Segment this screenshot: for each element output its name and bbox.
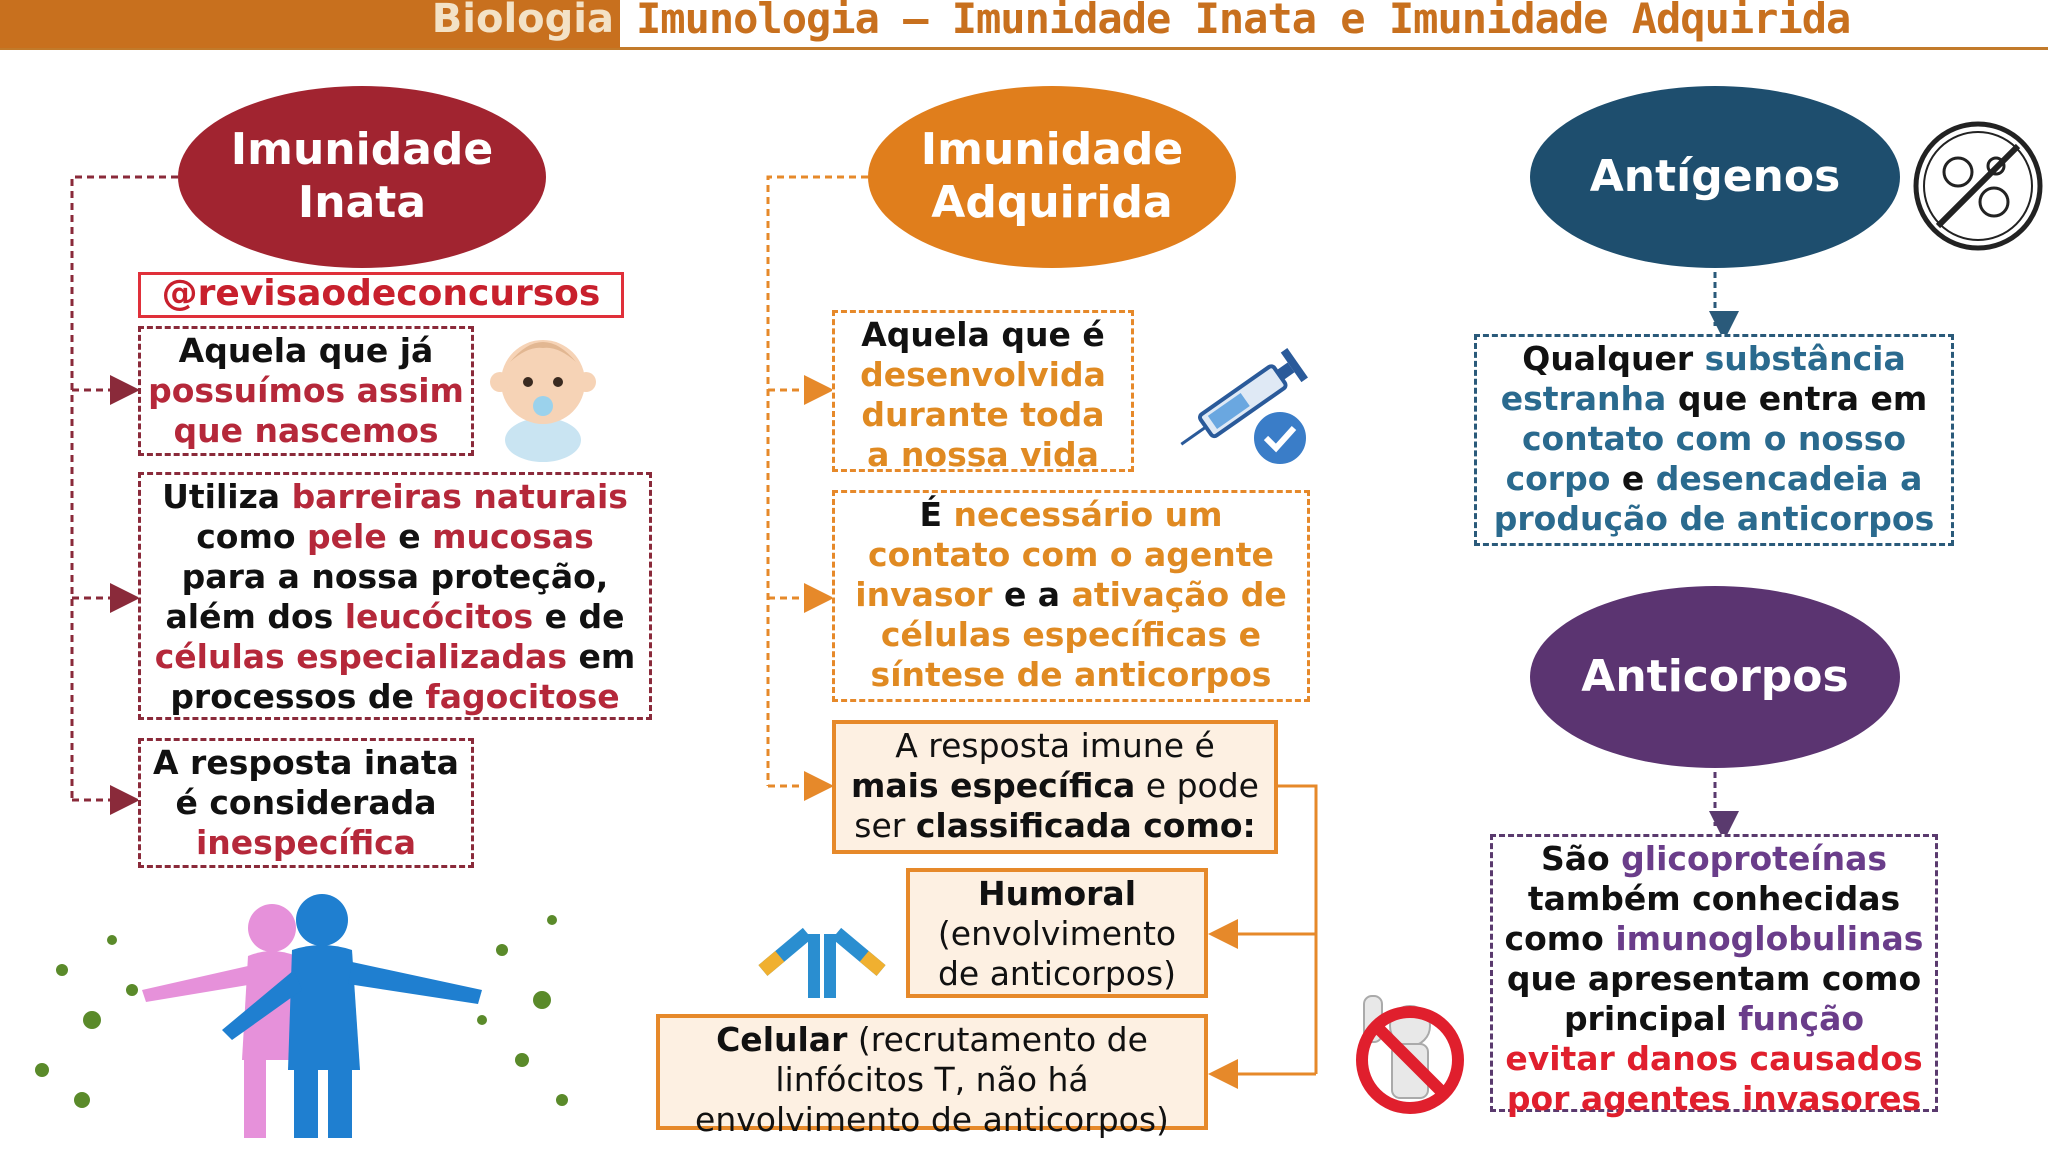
text-highlight: fagocitose (425, 677, 619, 716)
text-highlight: corpo (1506, 459, 1611, 498)
baby-icon (488, 322, 598, 462)
antigens-node: Antígenos (1530, 86, 1900, 268)
antibodies-node: Anticorpos (1530, 586, 1900, 768)
innate-definition-box: Aquela que já possuímos assim que nascem… (138, 326, 474, 456)
text: é considerada (145, 783, 467, 823)
text: Utiliza (162, 477, 291, 516)
antibodies-definition-box: São glicoproteínas também conhecidas com… (1490, 834, 1938, 1112)
text: que apresentam como (1497, 959, 1931, 999)
innate-box1-line2: possuímos assim (145, 371, 467, 411)
acquired-title-line2: Adquirida (931, 177, 1172, 228)
text-bold: classificada como: (916, 806, 1256, 845)
text: em (567, 637, 635, 676)
text: A resposta inata (145, 743, 467, 783)
text: A resposta imune é (840, 726, 1270, 766)
text: São (1541, 839, 1621, 878)
page-title: Imunologia – Imunidade Inata e Imunidade… (636, 0, 1850, 48)
stop-gesture-icon (1340, 986, 1476, 1116)
text-highlight: leucócitos (345, 597, 533, 636)
text: envolvimento de anticorpos) (664, 1100, 1200, 1140)
text: É (919, 495, 953, 534)
innate-nonspecific-box: A resposta inata é considerada inespecíf… (138, 738, 474, 868)
text: além dos (165, 597, 344, 636)
text-highlight: estranha (1501, 379, 1667, 418)
text-highlight: produção de anticorpos (1481, 499, 1947, 539)
text: e a (992, 575, 1071, 614)
acquired-contact-box: É necessário um contato com o agente inv… (832, 490, 1310, 702)
text: que entra em (1666, 379, 1927, 418)
text-highlight: evitar danos causados (1497, 1039, 1931, 1079)
text: como (1505, 919, 1616, 958)
antibodies-title: Anticorpos (1581, 651, 1848, 704)
text: para a nossa proteção, (145, 557, 645, 597)
text: linfócitos T, não há (664, 1060, 1200, 1100)
antigens-title: Antígenos (1590, 151, 1841, 204)
text-highlight: células específicas e (839, 615, 1303, 655)
text-highlight: durante toda (839, 395, 1127, 435)
antigens-definition-box: Qualquer substância estranha que entra e… (1474, 334, 1954, 546)
text-highlight: síntese de anticorpos (839, 655, 1303, 695)
innate-barriers-box: Utiliza barreiras naturais como pele e m… (138, 472, 652, 720)
text: e (1610, 459, 1655, 498)
text-highlight: a nossa vida (839, 435, 1127, 475)
text-highlight: mucosas (432, 517, 594, 556)
text-highlight: desenvolvida (839, 355, 1127, 395)
human-body-defense-icon (22, 880, 582, 1138)
text-highlight: contato com o agente (839, 535, 1303, 575)
acquired-definition-box: Aquela que é desenvolvida durante toda a… (832, 310, 1134, 472)
cellular-box: Celular (recrutamento de linfócitos T, n… (656, 1014, 1208, 1130)
subject-label: Biologia (0, 0, 620, 48)
syringe-icon (1168, 330, 1328, 470)
innate-box1-line1: Aquela que já (145, 331, 467, 371)
acquired-title-line1: Imunidade (921, 124, 1183, 175)
text: (recrutamento de (847, 1020, 1148, 1059)
text: e (387, 517, 432, 556)
text: e de (533, 597, 624, 636)
text-highlight: por agentes invasores (1497, 1079, 1931, 1119)
text-highlight: inespecífica (145, 823, 467, 863)
text-highlight: glicoproteínas (1621, 839, 1887, 878)
text: também conhecidas (1497, 879, 1931, 919)
acquired-specific-box: A resposta imune é mais específica e pod… (832, 720, 1278, 854)
text-bold: mais específica (851, 766, 1135, 805)
text-highlight: pele (307, 517, 387, 556)
text: de anticorpos) (914, 954, 1200, 994)
text-highlight: células especializadas (155, 637, 567, 676)
text: e pode (1135, 766, 1259, 805)
text-highlight: desencadeia a (1656, 459, 1923, 498)
virus-forbidden-icon (1912, 120, 2044, 252)
text-bold: Celular (716, 1020, 847, 1059)
text-bold: Humoral (978, 874, 1136, 913)
text-highlight: necessário um (954, 495, 1223, 534)
text: Aquela que é (839, 315, 1127, 355)
text-highlight: invasor (855, 575, 992, 614)
text: ser (854, 806, 916, 845)
text-highlight: substância (1705, 339, 1906, 378)
text: Qualquer (1522, 339, 1704, 378)
text-highlight: barreiras naturais (292, 477, 628, 516)
text: processos de (170, 677, 425, 716)
innate-box1-line3: que nascemos (145, 411, 467, 451)
humoral-box: Humoral (envolvimento de anticorpos) (906, 868, 1208, 998)
text-highlight: contato com o nosso (1481, 419, 1947, 459)
text-highlight: função (1738, 999, 1864, 1038)
text: principal (1564, 999, 1738, 1038)
innate-title-line2: Inata (298, 177, 426, 228)
author-handle: @revisaodeconcursos (138, 272, 624, 318)
innate-title-line1: Imunidade (231, 124, 493, 175)
text: (envolvimento (914, 914, 1200, 954)
text-highlight: imunoglobulinas (1615, 919, 1923, 958)
antibody-icon (744, 878, 900, 1000)
text-highlight: ativação de (1072, 575, 1287, 614)
text: como (196, 517, 307, 556)
